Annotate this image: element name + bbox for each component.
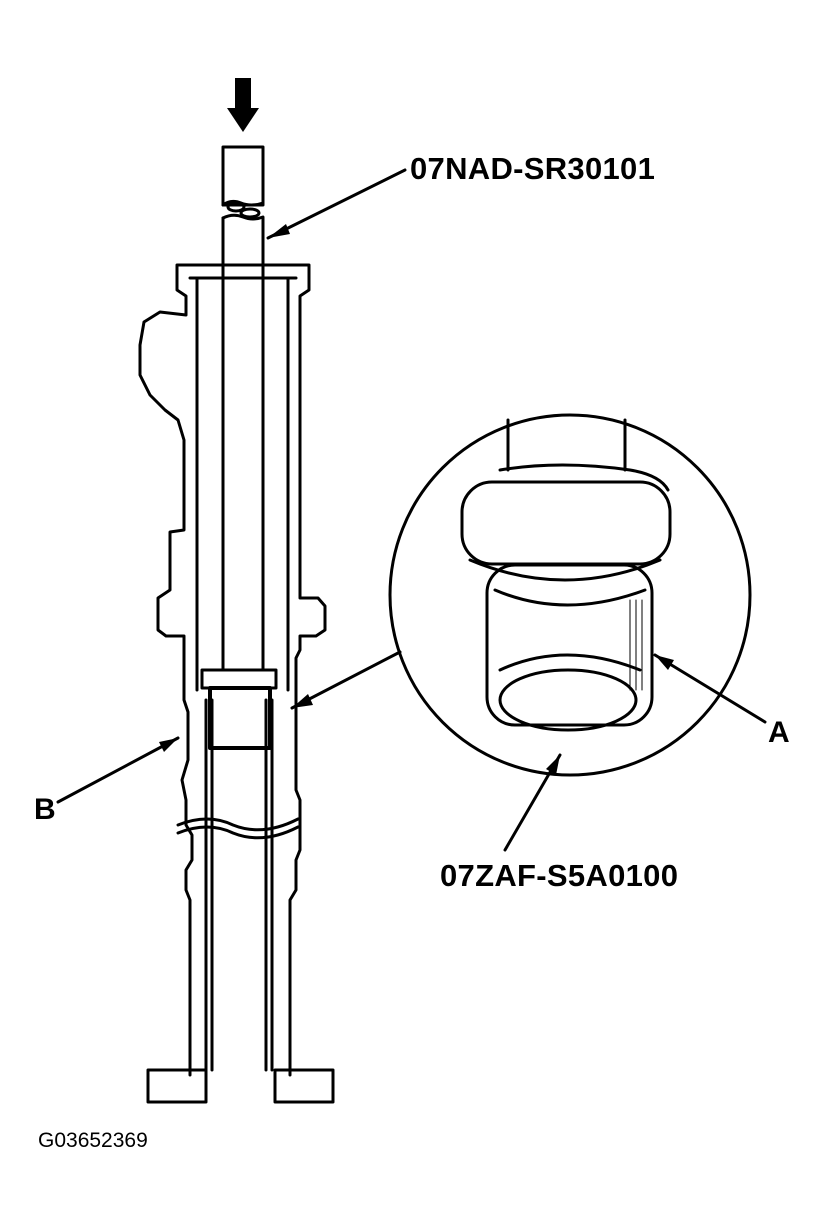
- down-arrow-icon: [227, 78, 259, 132]
- tool-label-top: 07NAD-SR30101: [410, 151, 656, 186]
- driver-handle: [221, 145, 265, 672]
- ref-label-b: B: [34, 793, 56, 826]
- leader-a: [653, 653, 767, 724]
- tool-label-bottom: 07ZAF-S5A0100: [440, 858, 679, 893]
- leader-lines: [56, 168, 767, 852]
- ref-label-a: A: [768, 716, 790, 749]
- housing-b: [138, 263, 335, 1104]
- leader-b: [56, 736, 180, 804]
- figure-code: G03652369: [38, 1129, 148, 1152]
- detail-circle: [388, 413, 752, 777]
- leader-tool-top: [266, 168, 407, 240]
